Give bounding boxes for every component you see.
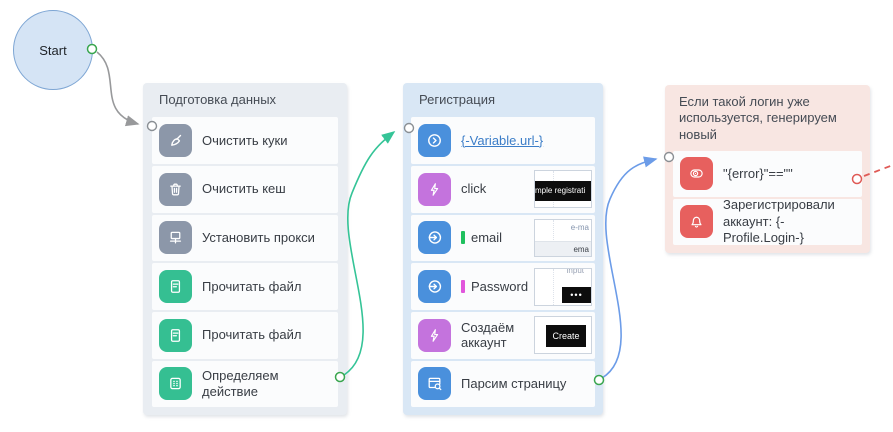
action-row-clear-cookies[interactable]: Очистить куки xyxy=(152,117,338,164)
group-items: {-Variable.url-} click mple registrati xyxy=(411,117,595,408)
action-row-create-account[interactable]: Создаём аккаунт Create xyxy=(411,311,595,359)
action-label: email xyxy=(471,230,503,246)
element-thumbnail: mple registrati xyxy=(534,170,592,209)
action-label: click xyxy=(461,181,487,197)
action-row-parse-page[interactable]: Парсим страницу xyxy=(411,360,595,408)
email-marker-bar xyxy=(461,231,465,245)
action-label: "{error}"=="" xyxy=(723,165,793,181)
broom-icon xyxy=(159,124,192,158)
network-icon xyxy=(159,221,192,255)
action-label: Зарегистрировали аккаунт: {-Profile.Logi… xyxy=(723,197,835,245)
action-row-set-proxy[interactable]: Установить прокси xyxy=(152,214,338,262)
lightning-icon xyxy=(418,172,451,206)
action-row-clear-cache[interactable]: Очистить кеш xyxy=(152,165,338,213)
edge-preparation-to-registration xyxy=(343,131,396,376)
group-title: Регистрация xyxy=(419,92,495,107)
action-row-error-check[interactable]: "{error}"=="" xyxy=(673,150,862,197)
group-data-preparation[interactable]: Подготовка данных Очистить куки Очистить xyxy=(143,83,347,415)
thumbnail-password-dots: ••• xyxy=(562,286,591,303)
thumbnail-grid-line xyxy=(553,268,554,305)
action-row-email[interactable]: email e-ma ema xyxy=(411,214,595,262)
action-label: Парсим страницу xyxy=(461,376,567,392)
start-label: Start xyxy=(39,42,67,58)
toggle-eye-icon xyxy=(680,157,713,191)
browser-search-icon xyxy=(418,367,451,401)
action-row-goto-url[interactable]: {-Variable.url-} xyxy=(411,117,595,164)
thumbnail-text: mple registrati xyxy=(535,181,591,202)
grid-icon xyxy=(159,367,192,401)
group-registration[interactable]: Регистрация {-Variable.url-} click mple … xyxy=(403,83,603,415)
action-row-read-file-2[interactable]: Прочитать файл xyxy=(152,311,338,359)
group-login-retry-condition[interactable]: Если такой логин уже используется, генер… xyxy=(665,85,870,253)
password-marker-bar xyxy=(461,280,465,294)
element-thumbnail: input ••• xyxy=(534,267,592,306)
group-title: Если такой логин уже используется, генер… xyxy=(679,94,837,142)
sign-in-icon xyxy=(418,221,451,255)
thumbnail-text: input xyxy=(566,267,584,275)
group-title: Подготовка данных xyxy=(159,92,277,107)
action-row-click[interactable]: click mple registrati xyxy=(411,165,595,213)
action-label: Прочитать файл xyxy=(202,278,302,294)
edge-registration-to-condition xyxy=(601,156,658,379)
action-label: {-Variable.url-} xyxy=(461,132,544,148)
trash-icon xyxy=(159,172,192,206)
thumbnail-create-button: Create xyxy=(546,325,586,348)
go-circle-icon xyxy=(418,124,451,158)
action-row-read-file-1[interactable]: Прочитать файл xyxy=(152,263,338,310)
action-row-determine-action[interactable]: Определяем действие xyxy=(152,360,338,408)
action-label: Создаём аккаунт xyxy=(461,319,515,351)
action-label: Password xyxy=(471,278,529,294)
group-items: Очистить куки Очистить кеш xyxy=(152,117,338,408)
thumbnail-grid-line xyxy=(553,219,554,256)
action-label: Очистить кеш xyxy=(202,181,286,197)
group-items: "{error}"=="" Зарегистрировали аккаунт: … xyxy=(673,150,862,245)
bell-icon xyxy=(680,205,713,239)
sign-in-icon xyxy=(418,270,451,304)
action-row-password[interactable]: Password input ••• xyxy=(411,263,595,310)
file-icon xyxy=(159,270,192,304)
element-thumbnail: Create xyxy=(534,316,592,355)
file-icon xyxy=(159,318,192,352)
action-row-registered-notice[interactable]: Зарегистрировали аккаунт: {-Profile.Logi… xyxy=(673,197,862,245)
action-label: Установить прокси xyxy=(202,230,315,246)
edge-start-to-preparation xyxy=(96,51,140,127)
start-node[interactable]: Start xyxy=(13,10,93,90)
thumbnail-text: e-ma xyxy=(570,222,589,232)
action-label: Очистить куки xyxy=(202,132,288,148)
action-label: Определяем действие xyxy=(202,368,279,399)
element-thumbnail: e-ma ema xyxy=(534,218,592,257)
action-label: Прочитать файл xyxy=(202,327,302,343)
lightning-icon xyxy=(418,318,451,352)
thumbnail-field: ema xyxy=(535,240,591,256)
